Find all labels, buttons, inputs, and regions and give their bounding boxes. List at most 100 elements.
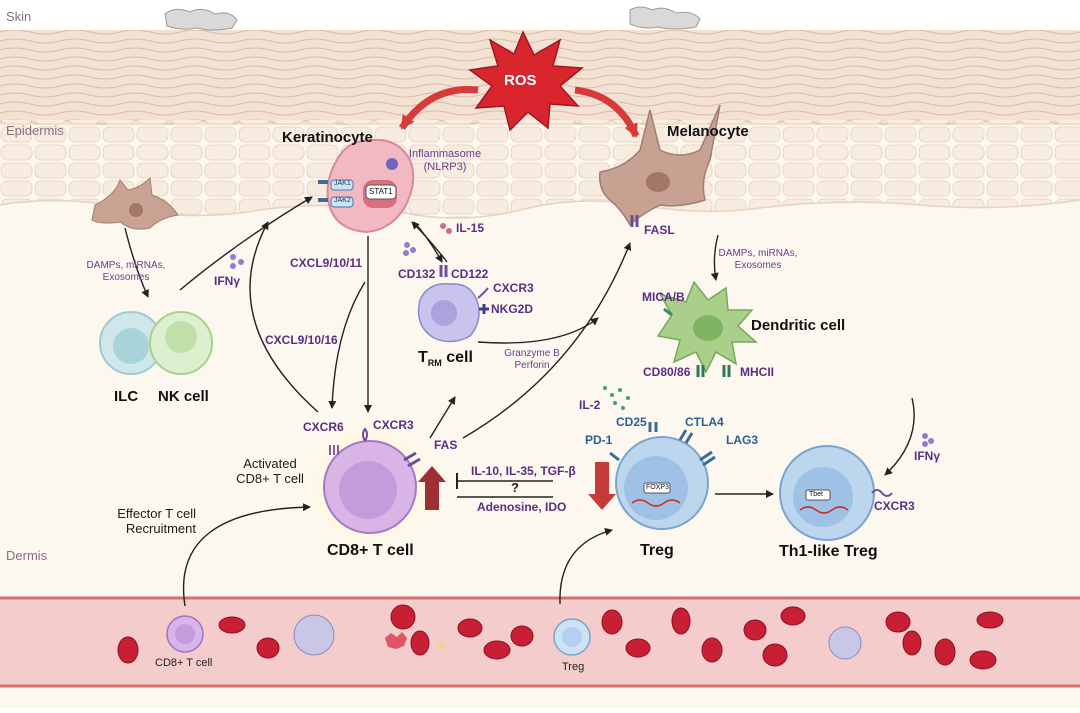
pd1-receptor-icon xyxy=(609,451,620,462)
ctla4-receptor-icon xyxy=(678,429,694,444)
treg-label: Treg xyxy=(640,542,674,559)
dendritic-nucleus xyxy=(693,315,723,341)
fas-receptor-icon xyxy=(403,451,421,468)
fasl-label: FASL xyxy=(644,223,675,237)
pathway-arrows xyxy=(124,196,915,607)
granzyme-line-2: Perforin xyxy=(514,359,550,371)
vessel-treg-label: Treg xyxy=(562,661,585,673)
il2-dots xyxy=(603,386,630,410)
vessel-monocyte xyxy=(828,626,862,660)
cytokine-dots xyxy=(230,223,934,447)
tbet-label: Tbet xyxy=(809,491,824,498)
nkg2d-label: NKG2D xyxy=(491,302,534,316)
jak1-box xyxy=(330,179,354,191)
foxp3-label: FOXP3 xyxy=(646,484,669,491)
melanocyte-label: Melanocyte xyxy=(667,123,749,140)
mica-label: MICA/B xyxy=(642,290,685,304)
effector-recruitment-label: Effector T cell Recruitment xyxy=(106,506,196,537)
skin-flake-left xyxy=(164,8,238,31)
lag3-receptor-icon xyxy=(699,450,716,467)
ros-burst xyxy=(468,30,584,132)
pd1-label: PD-1 xyxy=(585,433,613,447)
cd25-receptor-icon xyxy=(648,422,658,432)
treg-down-arrow xyxy=(588,462,616,510)
cd122-label: CD122 xyxy=(451,267,489,281)
effector-line-1: Effector T cell xyxy=(117,506,196,521)
lag3-label: LAG3 xyxy=(726,433,759,447)
cxcr3-trm-receptor-icon xyxy=(477,287,489,299)
damps-left-line-2: Exosomes xyxy=(102,271,150,283)
granzyme-line-1: Granzyme B xyxy=(504,348,560,359)
mica-receptor-icon xyxy=(663,307,673,317)
ifng-receptor-icon xyxy=(318,180,328,202)
trm-nucleus xyxy=(431,300,457,326)
fasl-receptor-icon xyxy=(630,215,639,227)
cd8-nucleus xyxy=(339,461,397,519)
suppress-metabolites-label: Adenosine, IDO xyxy=(477,500,567,514)
ros-label: ROS xyxy=(504,72,537,89)
trm-label: TRM cell xyxy=(418,349,473,369)
nkg2d-receptor-icon xyxy=(479,304,489,314)
cxcr3-th1-label: CXCR3 xyxy=(874,499,915,513)
foxp3-box xyxy=(643,482,671,494)
left-melanocyte-nucleus xyxy=(129,203,143,217)
cd132-cd122-receptor-icon xyxy=(439,265,448,277)
fas-label: FAS xyxy=(434,438,458,452)
jak2-label: JAK2 xyxy=(334,197,351,204)
activated-line-1: Activated xyxy=(243,456,297,471)
cd80-mhcii-receptor-icon xyxy=(696,365,731,377)
treg-dna-icon xyxy=(631,499,681,507)
stat1-label: STAT1 xyxy=(369,187,393,196)
cxcr3-trm-label: CXCR3 xyxy=(493,281,534,295)
inflammasome-line-2: (NLRP3) xyxy=(423,160,467,173)
cd132-label: CD132 xyxy=(398,267,436,281)
nlrp3-icon xyxy=(386,158,398,170)
melanocyte-nucleus xyxy=(646,172,670,192)
jak2-box xyxy=(330,196,354,208)
suppress-question-label: ? xyxy=(511,480,519,495)
region-dermis: Dermis xyxy=(6,548,48,563)
jak1-label: JAK1 xyxy=(334,180,351,187)
nk-label: NK cell xyxy=(158,388,209,405)
melanocyte-cell xyxy=(598,104,721,227)
damps-left-line-1: DAMPs, miRNAs, xyxy=(86,260,166,271)
platelet-cluster xyxy=(385,632,407,649)
ilc-label: ILC xyxy=(114,388,139,405)
damps-right-line-1: DAMPs, miRNAs, xyxy=(718,248,798,259)
vessel-treg-nucleus xyxy=(562,627,582,647)
damps-left-label: DAMPs, miRNAs, Exosomes xyxy=(86,260,166,283)
cxcr6-label: CXCR6 xyxy=(303,420,344,434)
th1-treg-label: Th1-like Treg xyxy=(779,543,878,560)
damps-right-line-2: Exosomes xyxy=(734,259,782,271)
effector-line-2: Recruitment xyxy=(125,520,196,536)
inflammasome-line-1: Inflammasome xyxy=(408,148,482,160)
ros-arrow-keratinocyte xyxy=(399,85,479,130)
inflammasome-label: Inflammasome (NLRP3) xyxy=(400,148,490,173)
trm-label-t: T xyxy=(418,349,428,366)
granzyme-label: Granzyme B Perforin xyxy=(497,348,567,371)
cxcr3-th1-receptor-icon xyxy=(871,489,893,497)
ros-arrow-melanocyte xyxy=(574,86,640,138)
trm-label-cell: cell xyxy=(446,349,473,366)
stat1-box xyxy=(365,184,397,200)
th1-dna-icon xyxy=(799,506,849,514)
red-blood-cells xyxy=(117,604,1004,670)
damps-right-label: DAMPs, miRNAs, Exosomes xyxy=(716,248,800,271)
ifng-right-label: IFNγ xyxy=(914,449,941,463)
vessel-neutrophil xyxy=(293,614,335,656)
cd80-label: CD80/86 xyxy=(643,365,691,379)
platelet-star xyxy=(436,641,446,650)
cxcl-b-label: CXCL9/10/16 xyxy=(265,333,338,347)
sky-band xyxy=(0,0,1080,30)
suppress-cytokines-label: IL-10, IL-35, TGF-β xyxy=(471,464,576,478)
cxcl-a-label: CXCL9/10/11 xyxy=(290,256,363,270)
keratinocyte-label: Keratinocyte xyxy=(282,129,373,146)
region-skin: Skin xyxy=(6,9,32,24)
cd8-label: CD8+ T cell xyxy=(327,542,414,559)
tbet-box xyxy=(805,489,831,501)
region-epidermis: Epidermis xyxy=(6,123,64,138)
vessel-cd8-label: CD8+ T cell xyxy=(155,657,213,669)
activated-line-2: CD8+ T cell xyxy=(236,470,304,486)
